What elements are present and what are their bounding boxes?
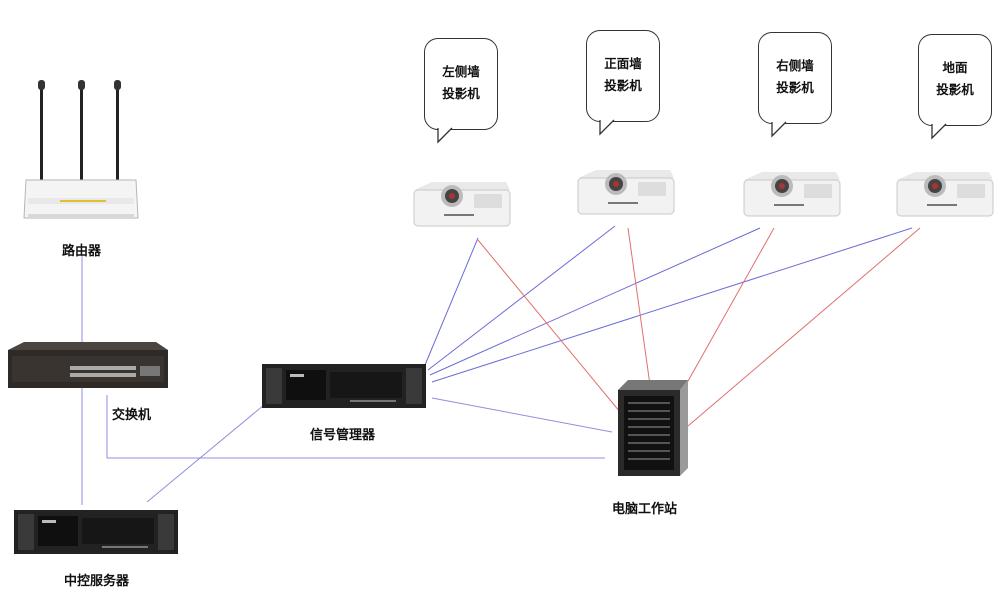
projector-icon-4 (896, 172, 994, 217)
link-workstation-projector-3 (682, 227, 775, 391)
projector-4-line1: 地面 (942, 60, 968, 75)
control-server-label: 中控服务器 (64, 574, 130, 589)
projector-1-line1: 左侧墙 (442, 64, 480, 79)
projector-bubble-4: 地面投影机 (918, 34, 992, 126)
projector-1-line2: 投影机 (442, 86, 480, 101)
link-signal-workstation (431, 397, 613, 433)
projector-icon-2 (577, 170, 675, 215)
link-signal-projector-1 (424, 237, 479, 366)
projector-3-line2: 投影机 (776, 80, 814, 95)
link-signal-projector-2 (427, 225, 616, 371)
projector-bubble-3: 右侧墙投影机 (758, 32, 832, 124)
projector-bubble-1-tail (437, 127, 453, 144)
router-icon (23, 80, 139, 219)
projector-3-line1: 右侧墙 (776, 58, 814, 73)
projector-bubble-2-tail (599, 119, 615, 136)
signal-manager-label: 信号管理器 (310, 428, 376, 443)
switch-label: 交换机 (112, 408, 152, 423)
projector-bubble-1: 左侧墙投影机 (424, 38, 498, 130)
projector-bubble-4-tail (931, 123, 947, 140)
link-signal-projector-4 (431, 227, 913, 383)
connections (81, 225, 921, 505)
link-workstation-projector-4 (687, 227, 921, 427)
projector-bubble-3-tail (771, 121, 787, 138)
workstation-label: 电脑工作站 (612, 502, 678, 517)
signal-manager-icon (262, 364, 426, 408)
projector-icon-1 (413, 182, 511, 227)
link-server-signal (146, 399, 271, 503)
control-server-icon (14, 510, 178, 554)
link-workstation-projector-1 (477, 239, 626, 419)
link-signal-projector-3 (429, 227, 761, 376)
projector-2-line2: 投影机 (604, 78, 642, 93)
router-label: 路由器 (62, 244, 102, 259)
projector-icon-3 (743, 172, 841, 217)
projector-bubble-2: 正面墙投影机 (586, 30, 660, 122)
link-workstation-projector-2 (627, 227, 651, 386)
projector-4-line2: 投影机 (936, 82, 974, 97)
projector-2-line1: 正面墙 (604, 56, 642, 71)
switch-icon (8, 342, 168, 388)
link-switch-workstation (106, 395, 605, 459)
workstation-icon (618, 380, 688, 476)
